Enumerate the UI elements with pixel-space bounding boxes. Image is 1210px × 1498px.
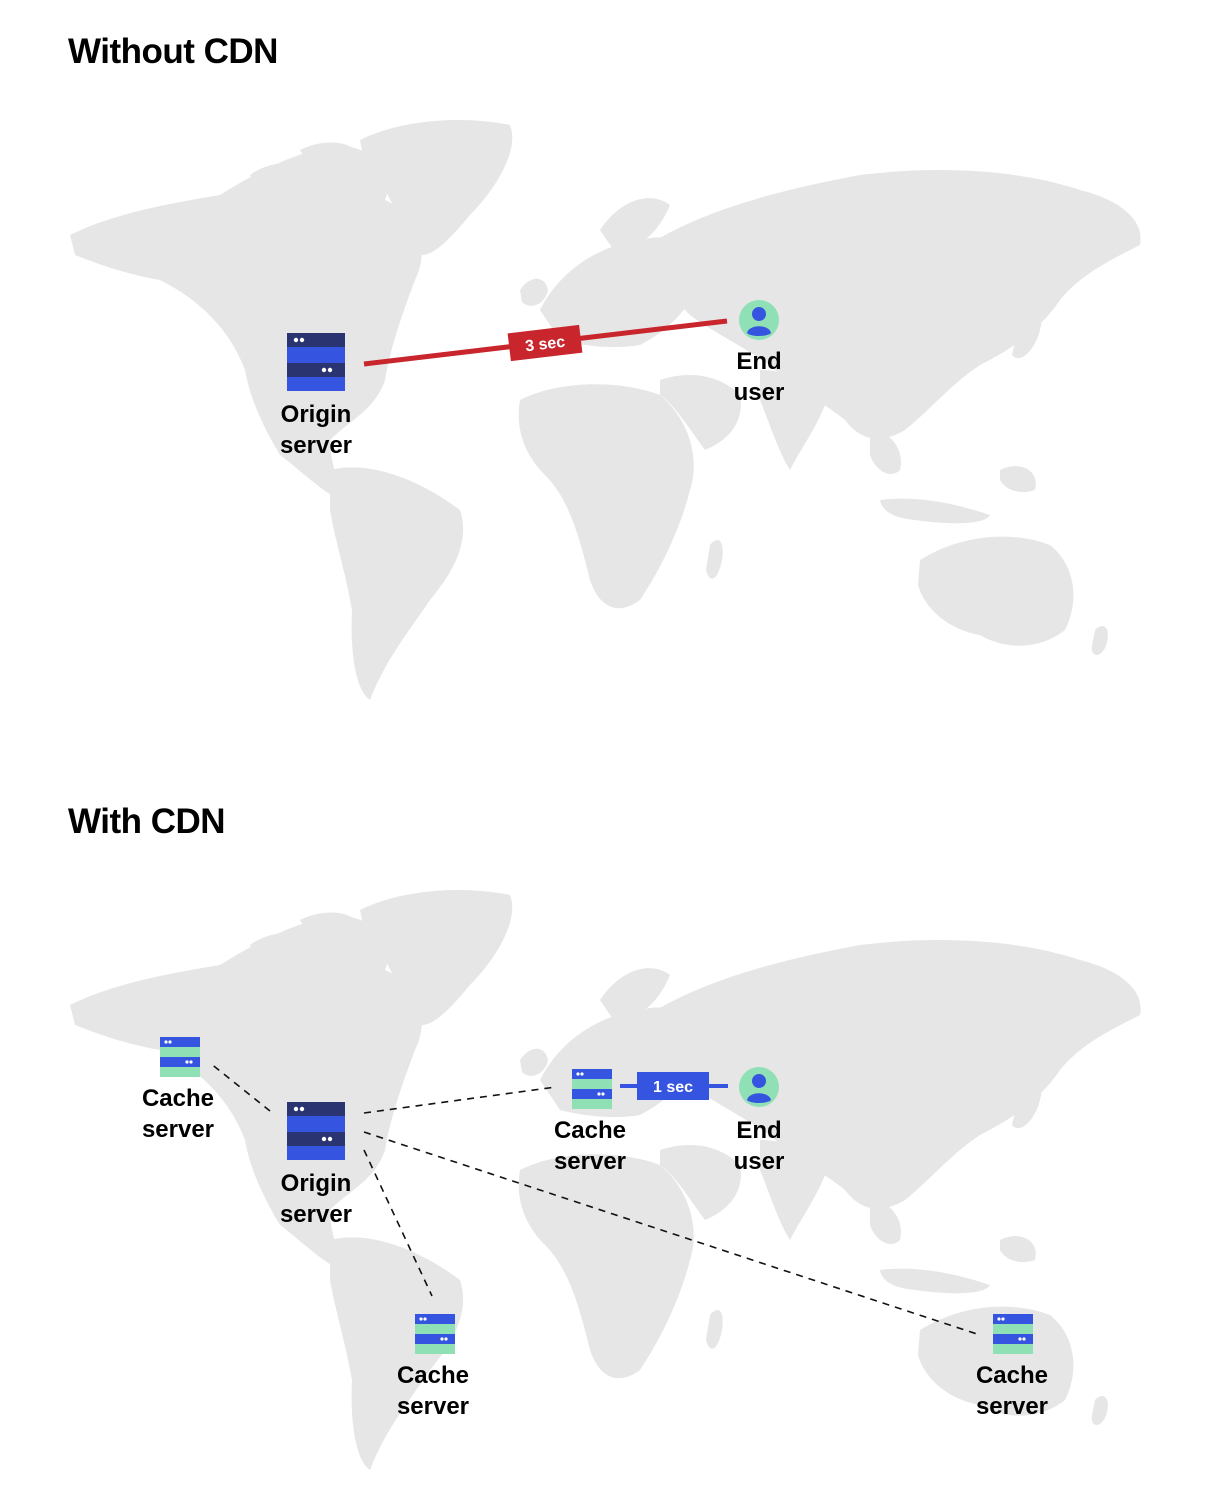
cache-server-icon [415, 1314, 455, 1354]
origin-server-icon [287, 1102, 345, 1160]
panel-title: Without CDN [68, 32, 278, 71]
latency-badge: 1 sec [637, 1072, 709, 1100]
end-user-icon [739, 1067, 779, 1107]
link-origin-cache-europe [363, 1086, 557, 1114]
world-map: 3 sec [70, 120, 1141, 700]
link-origin-cache-australia [363, 1131, 981, 1336]
cache-server-label-south-america: Cache server [396, 1362, 470, 1420]
origin-server-icon [287, 333, 345, 391]
cache-server-icon [993, 1314, 1033, 1354]
panel-title: With CDN [68, 802, 226, 841]
latency-label: 3 sec [524, 334, 566, 356]
latency-badge: 3 sec [507, 324, 583, 362]
cache-server-icon [572, 1069, 612, 1109]
latency-label: 1 sec [653, 1079, 693, 1096]
world-map-land [70, 120, 1141, 700]
without-cdn-panel: Without CDN 3 sec Origin server End user [68, 32, 1141, 700]
end-user-label: End user [733, 348, 785, 406]
origin-server-label: Origin server [279, 401, 353, 459]
with-cdn-panel: With CDN [0, 770, 1210, 1498]
cdn-network-overlay: 1 sec [70, 890, 1141, 1470]
cache-server-icon [160, 1037, 200, 1077]
cache-server-label-west: Cache server [141, 1085, 215, 1143]
end-user-label: End user [733, 1117, 785, 1175]
cache-server-label-australia: Cache server [975, 1362, 1049, 1420]
link-origin-cache-south-america [363, 1149, 433, 1297]
cache-server-label-europe: Cache server [553, 1117, 627, 1175]
origin-server-label: Origin server [279, 1170, 353, 1228]
end-user-icon [739, 300, 779, 340]
